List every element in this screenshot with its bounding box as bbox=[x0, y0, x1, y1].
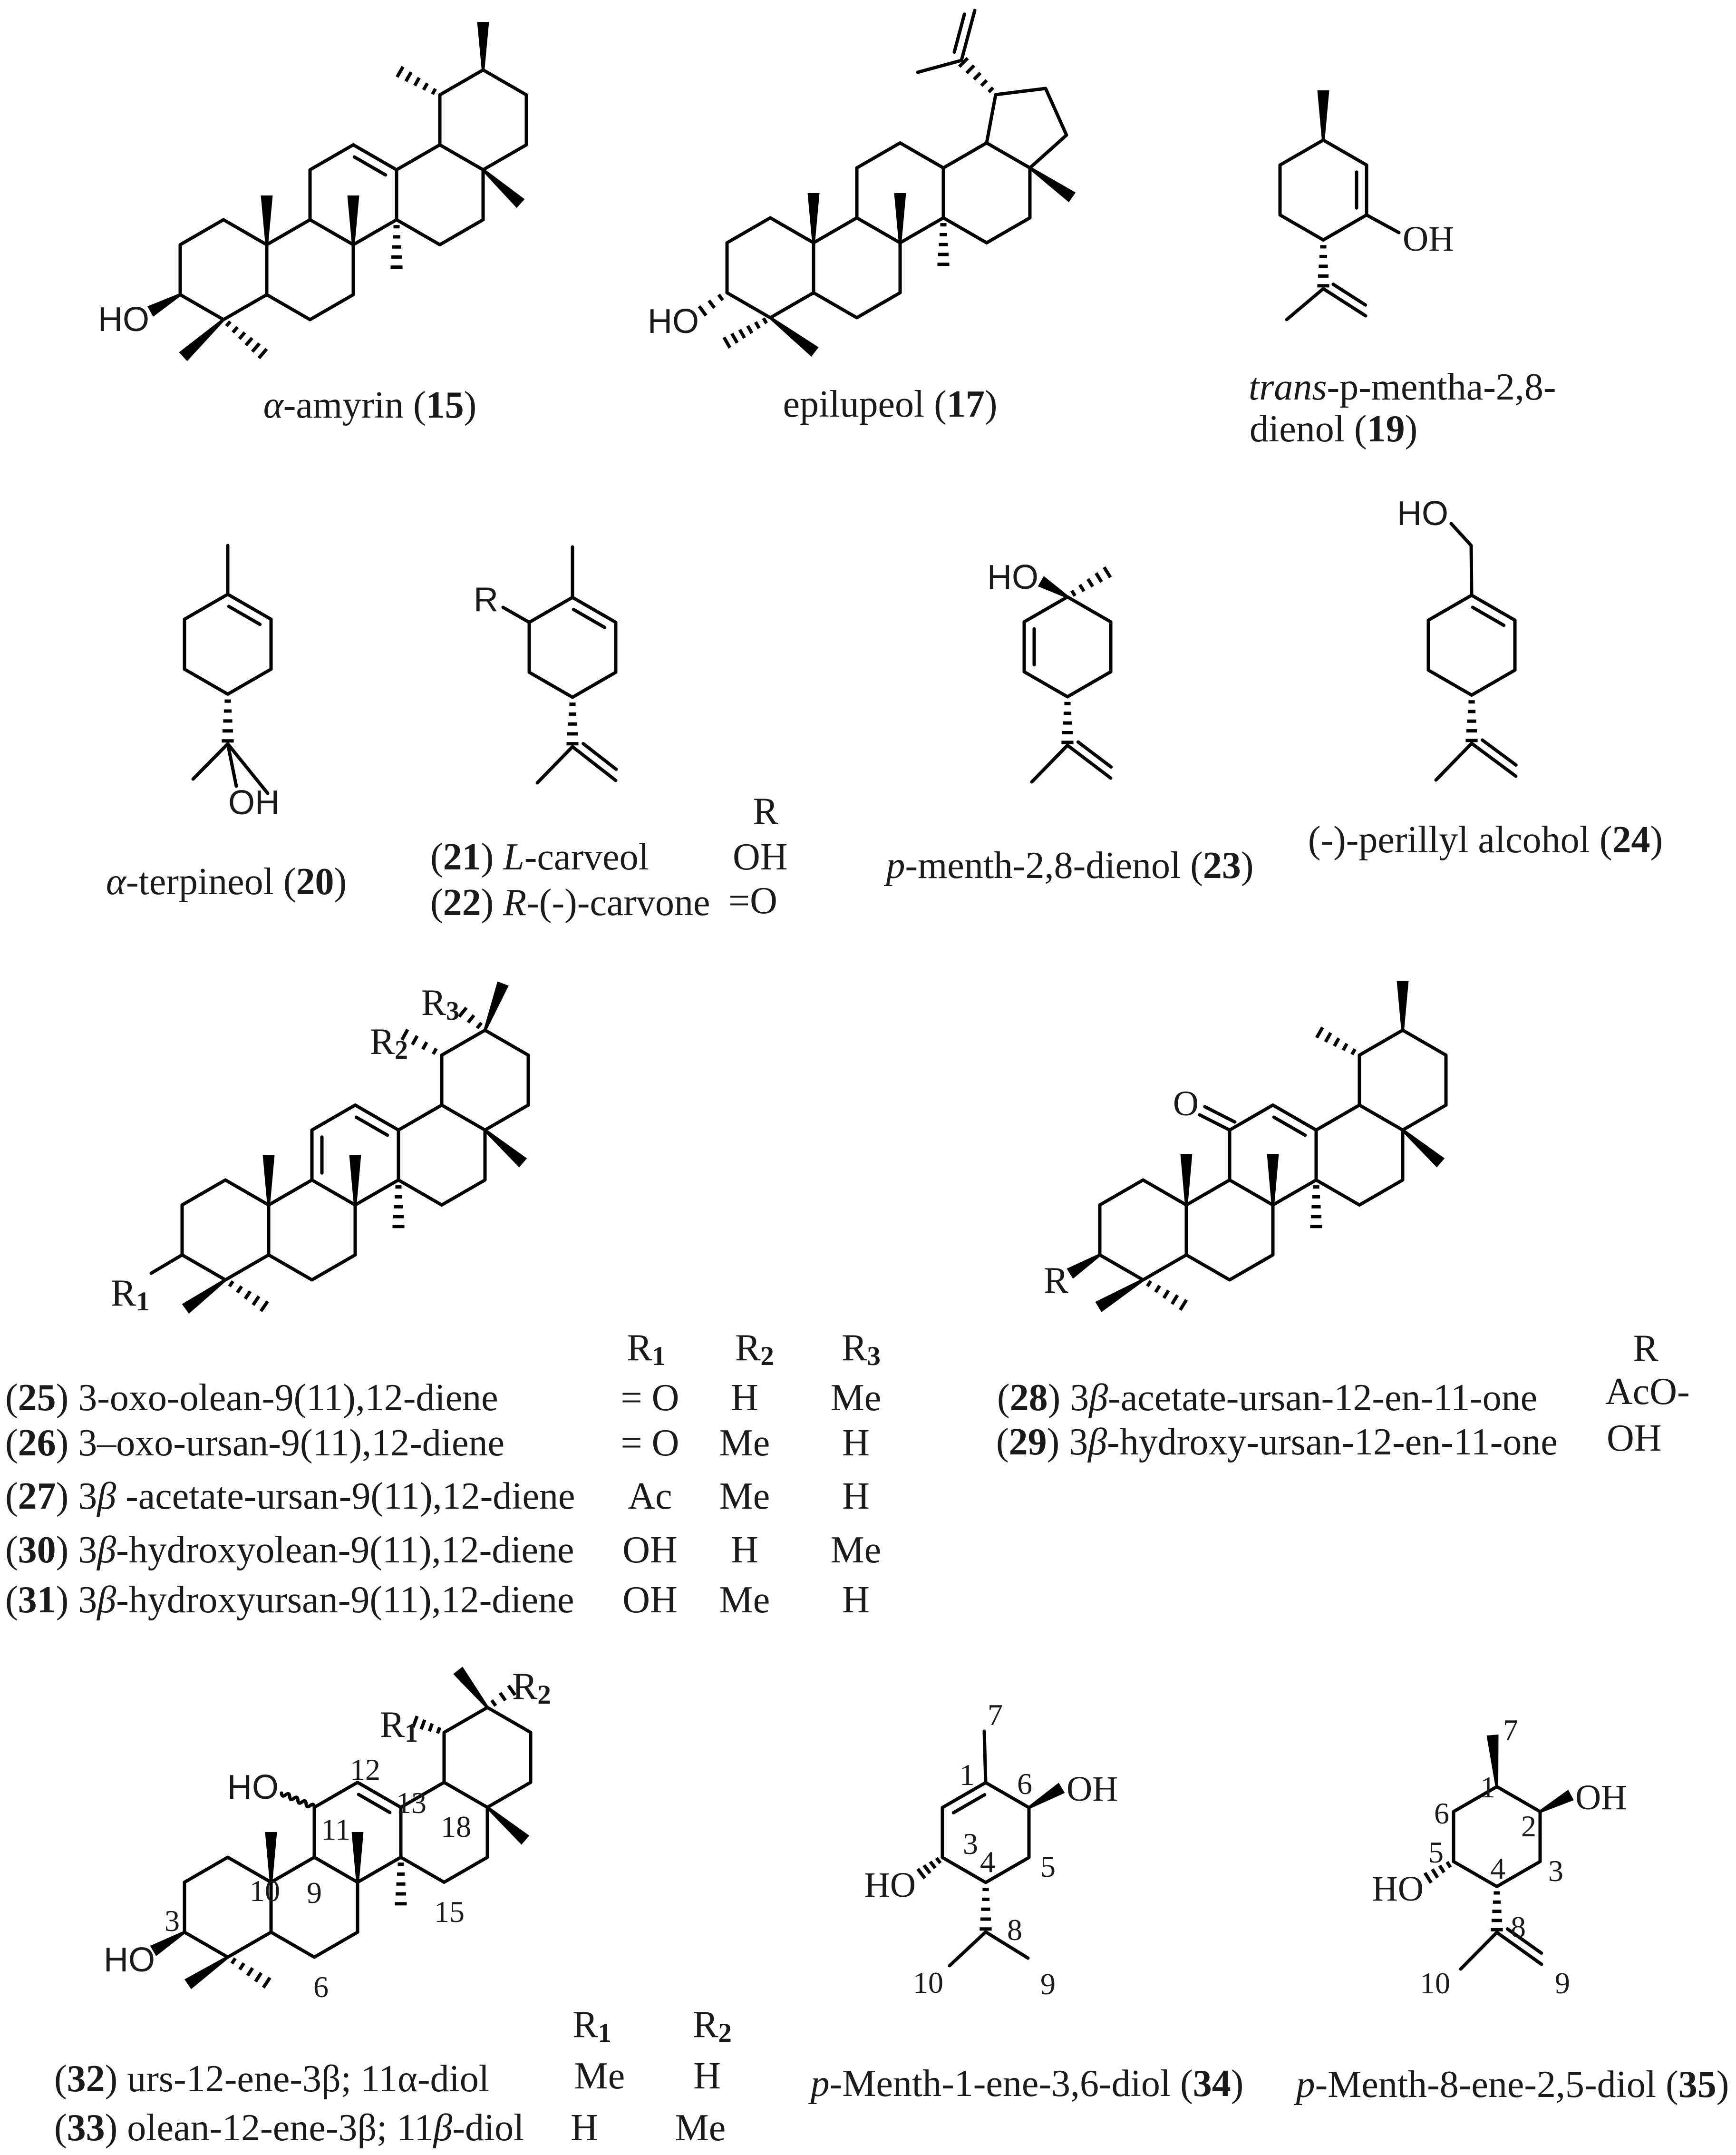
svg-text:OH: OH bbox=[1607, 1417, 1662, 1459]
svg-text:R2: R2 bbox=[512, 1666, 551, 1710]
svg-text:R: R bbox=[1633, 1327, 1658, 1369]
svg-text:3: 3 bbox=[165, 1904, 180, 1938]
svg-text:10: 10 bbox=[913, 1966, 943, 1999]
svg-text:HO: HO bbox=[1372, 1869, 1424, 1909]
svg-text:10: 10 bbox=[250, 1874, 280, 1908]
svg-text:7: 7 bbox=[988, 1698, 1003, 1732]
svg-text:HO: HO bbox=[104, 1941, 155, 1979]
svg-text:2: 2 bbox=[1521, 1809, 1536, 1843]
svg-text:Me: Me bbox=[719, 1475, 770, 1517]
svg-text:HO: HO bbox=[648, 302, 699, 341]
svg-text:Me: Me bbox=[719, 1579, 770, 1621]
svg-text:6: 6 bbox=[313, 1970, 329, 2004]
svg-text:α-amyrin (15): α-amyrin (15) bbox=[263, 384, 477, 426]
svg-text:7: 7 bbox=[1503, 1713, 1518, 1747]
svg-text:epilupeol (17): epilupeol (17) bbox=[783, 383, 998, 425]
svg-text:1: 1 bbox=[960, 1758, 975, 1792]
svg-text:OH: OH bbox=[733, 836, 788, 878]
svg-text:1: 1 bbox=[1480, 1770, 1495, 1804]
svg-text:H: H bbox=[731, 1377, 758, 1419]
svg-text:HO: HO bbox=[1397, 495, 1448, 533]
svg-text:dienol (19): dienol (19) bbox=[1250, 408, 1417, 450]
svg-text:R2: R2 bbox=[735, 1327, 774, 1371]
svg-text:R1: R1 bbox=[627, 1327, 666, 1371]
svg-text:(32) urs-12-ene-3β; 11α-diol: (32) urs-12-ene-3β; 11α-diol bbox=[54, 2058, 489, 2100]
svg-text:= O: = O bbox=[621, 1422, 679, 1464]
svg-text:(22) R-(-)-carvone: (22) R-(-)-carvone bbox=[430, 882, 710, 924]
svg-text:H: H bbox=[731, 1529, 758, 1571]
svg-text:= O: = O bbox=[621, 1377, 679, 1419]
svg-text:(29) 3β-hydroxy-ursan-12-en-11: (29) 3β-hydroxy-ursan-12-en-11-one bbox=[996, 1421, 1558, 1463]
svg-text:3: 3 bbox=[963, 1827, 978, 1861]
svg-text:Me: Me bbox=[831, 1377, 882, 1419]
svg-text:AcO-: AcO- bbox=[1605, 1371, 1690, 1413]
svg-text:HO: HO bbox=[864, 1865, 916, 1905]
svg-text:6: 6 bbox=[1434, 1796, 1449, 1830]
svg-text:H: H bbox=[842, 1579, 870, 1621]
svg-text:10: 10 bbox=[1420, 1966, 1450, 2000]
svg-text:9: 9 bbox=[1555, 1966, 1570, 2000]
svg-text:OH: OH bbox=[1575, 1778, 1627, 1817]
svg-text:(31) 3β-hydroxyursan-9(11),12-: (31) 3β-hydroxyursan-9(11),12-diene bbox=[5, 1579, 574, 1621]
svg-text:R: R bbox=[1044, 1259, 1068, 1301]
svg-text:3: 3 bbox=[1548, 1854, 1563, 1888]
svg-text:H: H bbox=[571, 2107, 598, 2149]
svg-text:Ac: Ac bbox=[628, 1475, 672, 1517]
svg-text:(33) olean-12-ene-3β; 11β-diol: (33) olean-12-ene-3β; 11β-diol bbox=[54, 2107, 524, 2149]
svg-text:R2: R2 bbox=[693, 2004, 732, 2048]
svg-text:4: 4 bbox=[980, 1845, 995, 1879]
svg-text:R3: R3 bbox=[842, 1327, 881, 1371]
svg-text:H: H bbox=[842, 1475, 870, 1517]
svg-text:13: 13 bbox=[396, 1786, 427, 1820]
svg-text:4: 4 bbox=[1490, 1852, 1505, 1885]
svg-text:(-)-perillyl alcohol (24): (-)-perillyl alcohol (24) bbox=[1308, 819, 1663, 861]
svg-text:p-Menth-1-ene-3,6-diol (34): p-Menth-1-ene-3,6-diol (34) bbox=[808, 2063, 1244, 2105]
svg-text:(28) 3β-acetate-ursan-12-en-11: (28) 3β-acetate-ursan-12-en-11-one bbox=[997, 1377, 1537, 1419]
svg-text:Me: Me bbox=[574, 2055, 625, 2097]
svg-text:O: O bbox=[1173, 1084, 1199, 1123]
svg-text:OH: OH bbox=[228, 784, 280, 822]
svg-text:11: 11 bbox=[321, 1813, 350, 1846]
svg-text:(26) 3–oxo-ursan-9(11),12-dien: (26) 3–oxo-ursan-9(11),12-diene bbox=[5, 1422, 504, 1464]
svg-text:R: R bbox=[753, 790, 778, 832]
svg-text:8: 8 bbox=[1007, 1913, 1022, 1947]
svg-text:=O: =O bbox=[728, 880, 777, 922]
svg-text:HO: HO bbox=[987, 558, 1038, 596]
svg-text:α-terpineol (20): α-terpineol (20) bbox=[106, 861, 347, 903]
svg-text:(30) 3β-hydroxyolean-9(11),12-: (30) 3β-hydroxyolean-9(11),12-diene bbox=[5, 1529, 574, 1571]
svg-text:(25) 3-oxo-olean-9(11),12-dien: (25) 3-oxo-olean-9(11),12-diene bbox=[5, 1377, 498, 1419]
svg-text:R1: R1 bbox=[572, 2004, 611, 2048]
svg-text:Me: Me bbox=[719, 1422, 770, 1464]
svg-text:p-Menth-8-ene-2,5-diol (35): p-Menth-8-ene-2,5-diol (35) bbox=[1294, 2064, 1729, 2106]
svg-text:9: 9 bbox=[307, 1876, 322, 1910]
svg-text:OH: OH bbox=[622, 1529, 678, 1571]
svg-text:R2: R2 bbox=[370, 1021, 408, 1065]
svg-text:R1: R1 bbox=[380, 1704, 418, 1748]
svg-text:OH: OH bbox=[1067, 1769, 1118, 1809]
svg-text:12: 12 bbox=[350, 1753, 380, 1786]
svg-text:p-menth-2,8-dienol (23): p-menth-2,8-dienol (23) bbox=[883, 845, 1253, 887]
svg-text:5: 5 bbox=[1040, 1850, 1056, 1883]
svg-text:(27) 3β -acetate-ursan-9(11),: (27) 3β -acetate-ursan-9(11),12-diene bbox=[5, 1475, 575, 1517]
svg-text:9: 9 bbox=[1040, 1967, 1056, 2001]
svg-text:OH: OH bbox=[622, 1579, 678, 1621]
svg-text:HO: HO bbox=[98, 301, 149, 339]
svg-text:18: 18 bbox=[441, 1810, 471, 1843]
svg-text:OH: OH bbox=[1403, 219, 1454, 259]
svg-text:8: 8 bbox=[1511, 1910, 1526, 1944]
svg-text:6: 6 bbox=[1017, 1767, 1032, 1801]
svg-text:HO: HO bbox=[227, 1768, 279, 1806]
svg-text:trans-p-mentha-2,8-: trans-p-mentha-2,8- bbox=[1249, 366, 1556, 408]
svg-text:(21) L-carveol: (21) L-carveol bbox=[430, 836, 649, 878]
svg-text:15: 15 bbox=[434, 1895, 465, 1929]
svg-text:Me: Me bbox=[675, 2107, 726, 2149]
svg-text:Me: Me bbox=[831, 1529, 882, 1571]
svg-text:5: 5 bbox=[1428, 1835, 1444, 1869]
svg-text:H: H bbox=[842, 1422, 870, 1464]
svg-text:R3: R3 bbox=[421, 982, 459, 1026]
svg-text:R: R bbox=[474, 581, 498, 619]
svg-text:R1: R1 bbox=[111, 1272, 150, 1316]
svg-text:H: H bbox=[693, 2055, 721, 2097]
